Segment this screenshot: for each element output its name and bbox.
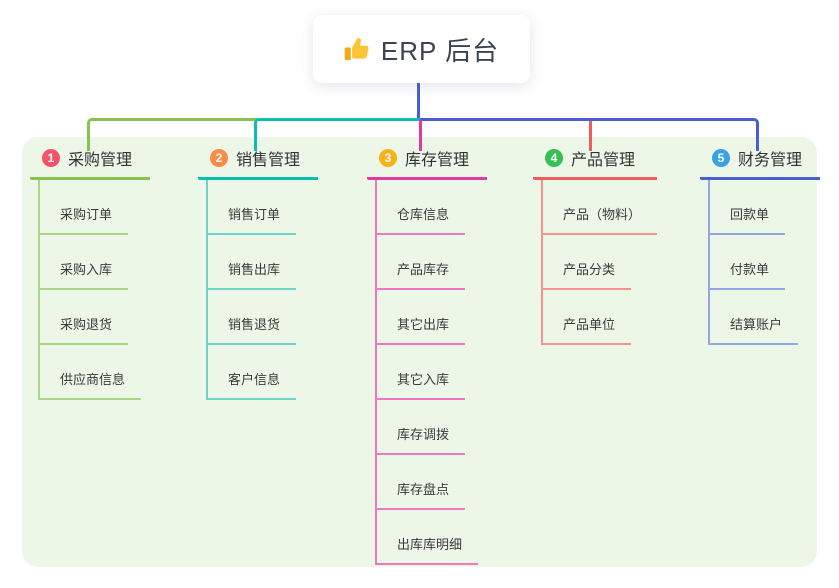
child-topic-label: 付款单 — [710, 259, 786, 290]
child-topic-label: 仓库信息 — [377, 204, 466, 235]
branch-children: 产品（物料） 产品分类产品单位 — [541, 180, 658, 345]
child-topic[interactable]: 出库库明细 — [377, 510, 479, 565]
child-topic[interactable]: 供应商信息 — [40, 345, 142, 400]
child-topic[interactable]: 结算账户 — [710, 290, 799, 345]
child-topic-label: 销售出库 — [208, 259, 297, 290]
child-topic-label: 其它入库 — [377, 369, 466, 400]
branch-2: 2 销售管理 销售订单销售出库销售退货客户信息 — [198, 146, 319, 400]
branch-title: 财务管理 — [738, 152, 803, 169]
branch-header[interactable]: 3 库存管理 — [367, 146, 488, 180]
child-topic[interactable]: 产品库存 — [377, 235, 466, 290]
child-topic-label: 回款单 — [710, 204, 786, 235]
child-topic[interactable]: 回款单 — [710, 180, 786, 235]
branch-4: 4 产品管理 产品（物料） 产品分类产品单位 — [533, 146, 658, 345]
child-topic-label: 产品单位 — [543, 314, 632, 345]
branch-3-connector-line — [419, 120, 422, 151]
child-topic[interactable]: 库存盘点 — [377, 455, 466, 510]
root-label: ERP 后台 — [380, 35, 500, 66]
branch-number-badge: 1 — [42, 149, 60, 167]
branch-number-badge: 2 — [210, 149, 228, 167]
root-node[interactable]: ERP 后台 — [313, 15, 530, 83]
branch-header[interactable]: 1 采购管理 — [30, 146, 151, 180]
branches-panel — [22, 137, 817, 567]
child-topic-label: 客户信息 — [208, 369, 297, 400]
child-topic-label: 采购入库 — [40, 259, 129, 290]
branch-header[interactable]: 5 财务管理 — [700, 146, 821, 180]
child-topic[interactable]: 其它出库 — [377, 290, 466, 345]
child-topic-label: 产品（物料） — [543, 204, 658, 235]
child-topic[interactable]: 销售订单 — [208, 180, 297, 235]
branch-4-connector-line — [589, 121, 592, 151]
child-topic-label: 库存盘点 — [377, 479, 466, 510]
branch-title: 产品管理 — [571, 152, 636, 169]
child-topic[interactable]: 客户信息 — [208, 345, 297, 400]
branch-1-connector-line — [87, 118, 257, 151]
child-topic[interactable]: 库存调拨 — [377, 400, 466, 455]
child-topic-label: 库存调拨 — [377, 424, 466, 455]
child-topic[interactable]: 采购退货 — [40, 290, 129, 345]
branch-children: 回款单付款单结算账户 — [708, 180, 799, 345]
branch-title: 采购管理 — [68, 152, 133, 169]
branch-children: 采购订单采购入库采购退货供应商信息 — [38, 180, 142, 400]
thumbs-up-icon — [344, 36, 371, 63]
child-topic[interactable]: 其它入库 — [377, 345, 466, 400]
branch-title: 库存管理 — [405, 152, 470, 169]
child-topic[interactable]: 产品（物料） — [543, 180, 658, 235]
child-topic-label: 采购订单 — [40, 204, 129, 235]
branch-1: 1 采购管理 采购订单采购入库采购退货供应商信息 — [30, 146, 151, 400]
child-topic-label: 结算账户 — [710, 314, 799, 345]
branch-5-connector-line — [420, 118, 759, 151]
branch-children: 销售订单销售出库销售退货客户信息 — [206, 180, 297, 400]
branch-header[interactable]: 2 销售管理 — [198, 146, 319, 180]
child-topic-label: 销售订单 — [208, 204, 297, 235]
child-topic[interactable]: 产品单位 — [543, 290, 632, 345]
branch-header[interactable]: 4 产品管理 — [533, 146, 658, 180]
child-topic[interactable]: 销售出库 — [208, 235, 297, 290]
child-topic-label: 销售退货 — [208, 314, 297, 345]
child-topic[interactable]: 产品分类 — [543, 235, 632, 290]
child-topic-label: 采购退货 — [40, 314, 129, 345]
root-connector-line — [417, 83, 420, 120]
branch-2-connector-line — [254, 118, 421, 151]
child-topic-label: 供应商信息 — [40, 369, 142, 400]
child-topic-label: 其它出库 — [377, 314, 466, 345]
child-topic-label: 产品库存 — [377, 259, 466, 290]
branch-5: 5 财务管理 回款单付款单结算账户 — [700, 146, 821, 345]
child-topic[interactable]: 采购入库 — [40, 235, 129, 290]
branch-number-badge: 5 — [712, 149, 730, 167]
branch-title: 销售管理 — [236, 152, 301, 169]
child-topic[interactable]: 付款单 — [710, 235, 786, 290]
child-topic-label: 出库库明细 — [377, 534, 479, 565]
branch-3: 3 库存管理 仓库信息产品库存其它出库其它入库库存调拨库存盘点出库库明细 — [367, 146, 488, 565]
child-topic-label: 产品分类 — [543, 259, 632, 290]
branch-children: 仓库信息产品库存其它出库其它入库库存调拨库存盘点出库库明细 — [375, 180, 479, 565]
child-topic[interactable]: 采购订单 — [40, 180, 129, 235]
child-topic[interactable]: 仓库信息 — [377, 180, 466, 235]
branch-number-badge: 4 — [545, 149, 563, 167]
branch-number-badge: 3 — [379, 149, 397, 167]
child-topic[interactable]: 销售退货 — [208, 290, 297, 345]
